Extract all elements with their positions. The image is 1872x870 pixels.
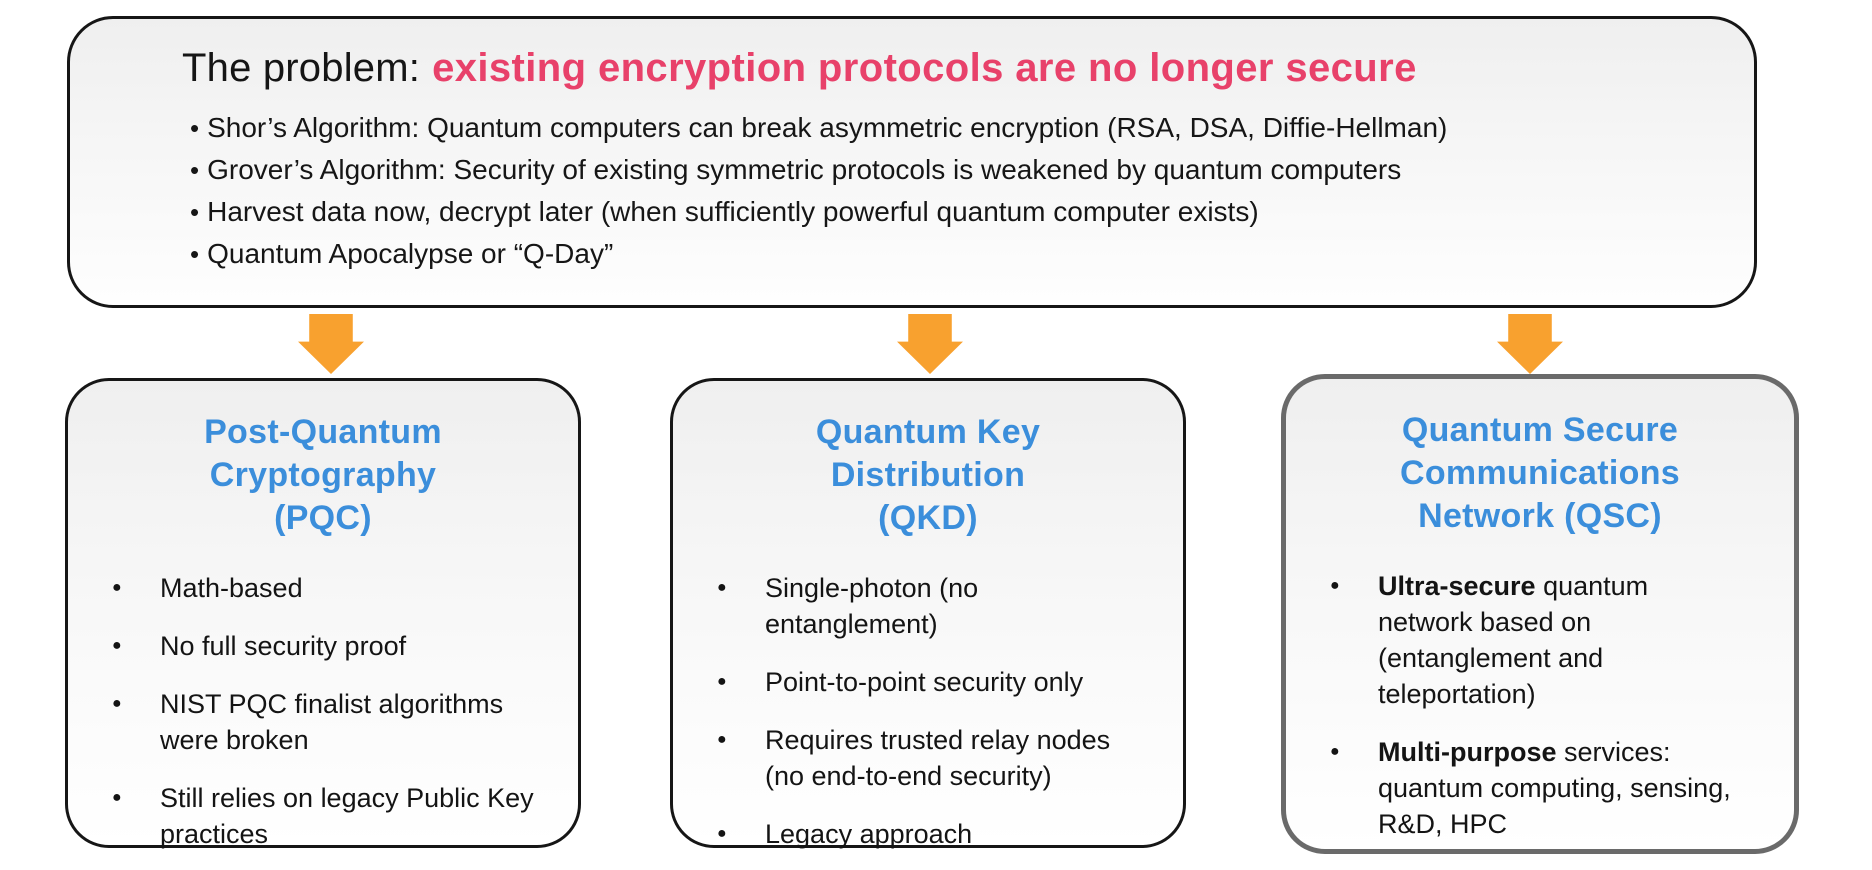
- bullet-dot-icon: •: [190, 113, 200, 143]
- box-title-qsc: Quantum Secure Communications Network (Q…: [1286, 409, 1794, 538]
- solution-box-qsc: Quantum Secure Communications Network (Q…: [1281, 374, 1799, 870]
- bullet-text: Harvest data now, decrypt later (when su…: [207, 191, 1259, 232]
- solution-box-pqc: Post-Quantum Cryptography (PQC) ● Math-ba…: [65, 378, 581, 849]
- bullet-item: ● Math-based: [110, 570, 550, 606]
- solution-box-qkd: Quantum Key Distribution (QKD) ● Single-p…: [670, 378, 1186, 849]
- down-arrow-icon: [897, 314, 963, 374]
- problem-title-prefix: The problem:: [182, 46, 421, 90]
- box-title-line: (PQC): [274, 499, 372, 537]
- bullet-text-span: Grover’s Algorithm: Security of existing…: [207, 154, 1402, 185]
- bullet-text: Modern future-proof approach: [1378, 864, 1766, 870]
- bullet-item: ● Still relies on legacy Public Key pract…: [110, 780, 550, 852]
- bullet-item: ● Multi-purpose services: quantum computi…: [1328, 734, 1766, 842]
- box-title-line: Cryptography: [209, 456, 437, 494]
- box-title-qkd: Quantum Key Distribution (QKD): [673, 411, 1183, 540]
- bullet-item: •Shor’s Algorithm: Quantum computers can…: [190, 107, 1714, 149]
- bullet-item: ● Legacy approach: [715, 816, 1155, 852]
- bullet-text-span: NIST PQC finalist algorithms were broken: [160, 689, 504, 755]
- bullet-dot-icon: ●: [717, 731, 727, 748]
- box-title-line: Quantum Secure: [1401, 411, 1679, 449]
- bullet-dot-icon: ●: [112, 789, 122, 806]
- bullet-text-span: Math-based: [160, 573, 303, 603]
- bullet-dot-icon: ●: [1330, 577, 1340, 594]
- bullet-dot-icon: •: [190, 155, 200, 185]
- bullet-text-bold: future-proof: [1477, 867, 1631, 870]
- problem-bullet-list: •Shor’s Algorithm: Quantum computers can…: [190, 107, 1714, 275]
- problem-title-highlight: existing encryption protocols are no lon…: [432, 46, 1417, 90]
- bullet-dot-icon: ●: [717, 579, 727, 596]
- bullet-list-qkd: ● Single-photon (no entanglement) ● Point-t…: [715, 570, 1155, 852]
- bullet-list-qsc: ● Ultra-secure quantum network based on (…: [1328, 568, 1766, 870]
- bullet-dot-icon: •: [190, 239, 200, 269]
- bullet-item: •Grover’s Algorithm: Security of existin…: [190, 149, 1714, 191]
- bullet-text: Legacy approach: [765, 816, 1155, 852]
- bullet-text-span: Still relies on legacy Public Key practi…: [160, 783, 534, 849]
- box-title-line: (QKD): [878, 499, 978, 537]
- bullet-text-span: Quantum Apocalypse or “Q-Day”: [207, 238, 614, 269]
- bullet-text: Still relies on legacy Public Key practi…: [160, 780, 550, 852]
- bullet-text: No full security proof: [160, 628, 550, 664]
- bullet-text-span: services: quantum computing, sensing, R&…: [1378, 737, 1731, 839]
- bullet-text-span: quantum network based on (entanglement a…: [1378, 571, 1649, 709]
- problem-title: The problem:existing encryption protocol…: [182, 43, 1417, 93]
- bullet-item: ● Point-to-point security only: [715, 664, 1155, 700]
- bullet-dot-icon: ●: [112, 695, 122, 712]
- bullet-text-bold: Ultra-secure: [1378, 571, 1536, 601]
- bullet-text-span: Single-photon (no entanglement): [765, 573, 979, 639]
- bullet-text-span: No full security proof: [160, 631, 407, 661]
- bullet-item: ● No full security proof: [110, 628, 550, 664]
- bullet-text-span: Point-to-point security only: [765, 667, 1084, 697]
- bullet-text-span: Requires trusted relay nodes (no end-to-…: [765, 725, 1111, 791]
- bullet-item: •Harvest data now, decrypt later (when s…: [190, 191, 1714, 233]
- bullet-item: ● Single-photon (no entanglement): [715, 570, 1155, 642]
- bullet-item: ● Ultra-secure quantum network based on (…: [1328, 568, 1766, 712]
- down-arrow-icon: [298, 314, 364, 374]
- box-title-pqc: Post-Quantum Cryptography (PQC): [68, 411, 578, 540]
- bullet-text: Multi-purpose services: quantum computin…: [1378, 734, 1766, 842]
- bullet-dot-icon: ●: [112, 637, 122, 654]
- bullet-text: Shor’s Algorithm: Quantum computers can …: [207, 107, 1447, 148]
- bullet-item: •Quantum Apocalypse or “Q-Day”: [190, 233, 1714, 275]
- bullet-dot-icon: ●: [717, 825, 727, 842]
- bullet-item: ● NIST PQC finalist algorithms were broke…: [110, 686, 550, 758]
- bullet-text-span: Legacy approach: [765, 819, 973, 849]
- bullet-text-span: Shor’s Algorithm: Quantum computers can …: [207, 112, 1448, 143]
- bullet-text-span: Modern: [1378, 867, 1477, 870]
- box-title-line: Post-Quantum: [204, 413, 442, 451]
- bullet-item: ●Modern future-proof approach: [1328, 864, 1766, 870]
- bullet-text-span: Harvest data now, decrypt later (when su…: [207, 196, 1259, 227]
- bullet-dot-icon: ●: [1328, 864, 1378, 870]
- box-title-line: Network (QSC): [1418, 497, 1662, 535]
- bullet-dot-icon: ●: [717, 673, 727, 690]
- bullet-text: Ultra-secure quantum network based on (e…: [1378, 568, 1766, 712]
- bullet-text: Math-based: [160, 570, 550, 606]
- bullet-list-pqc: ● Math-based ● No full security proof ● NIST …: [110, 570, 550, 852]
- box-title-line: Distribution: [830, 456, 1026, 494]
- down-arrow-icon: [1497, 314, 1563, 374]
- bullet-item: ● Requires trusted relay nodes (no end-to…: [715, 722, 1155, 794]
- bullet-text: Requires trusted relay nodes (no end-to-…: [765, 722, 1155, 794]
- bullet-text: Grover’s Algorithm: Security of existing…: [207, 149, 1401, 190]
- bullet-text: NIST PQC finalist algorithms were broken: [160, 686, 550, 758]
- box-title-line: Quantum Key: [815, 413, 1041, 451]
- bullet-text: Single-photon (no entanglement): [765, 570, 1155, 642]
- bullet-text-bold: Multi-purpose: [1378, 737, 1557, 767]
- bullet-text: Quantum Apocalypse or “Q-Day”: [207, 233, 613, 274]
- bullet-dot-icon: ●: [1330, 743, 1340, 760]
- bullet-dot-icon: •: [190, 197, 200, 227]
- bullet-text: Point-to-point security only: [765, 664, 1155, 700]
- box-title-line: Communications: [1399, 454, 1680, 492]
- problem-box: The problem:existing encryption protocol…: [67, 16, 1757, 308]
- bullet-dot-icon: ●: [112, 579, 122, 596]
